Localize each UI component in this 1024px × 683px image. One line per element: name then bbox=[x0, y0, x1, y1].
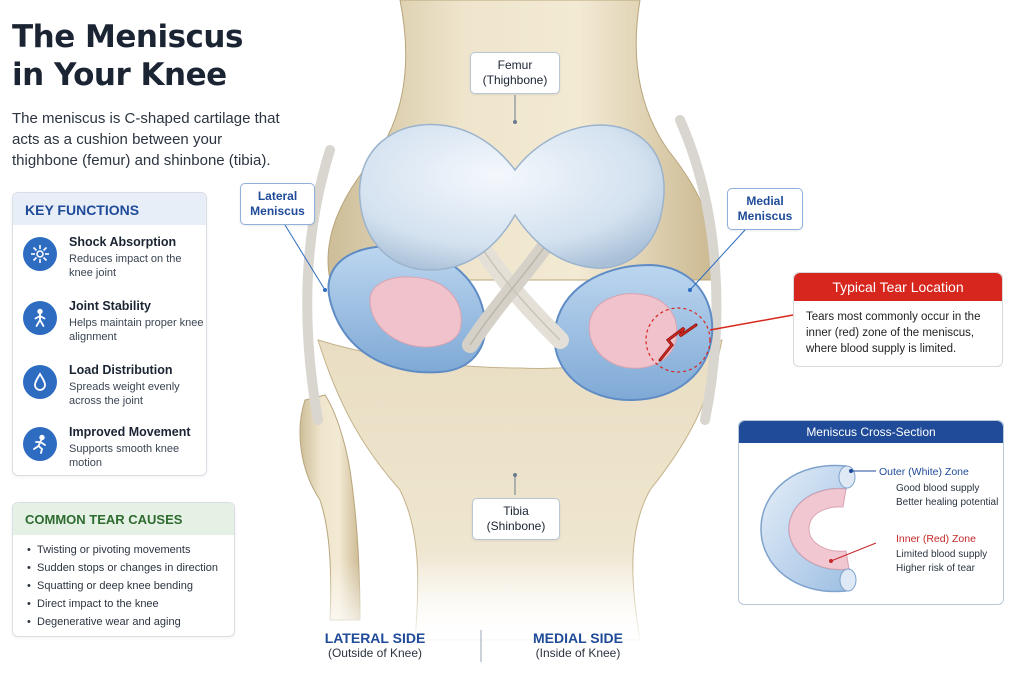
medial-side-sub: (Inside of Knee) bbox=[535, 646, 621, 660]
lateral-side-label: LATERAL SIDE (Outside of Knee) bbox=[305, 630, 445, 660]
function-title: Improved Movement bbox=[69, 425, 191, 439]
droplet-icon bbox=[23, 365, 57, 399]
tibia-label-sub: (Shinbone) bbox=[486, 519, 546, 533]
lateral-meniscus-label: Lateral Meniscus bbox=[240, 183, 315, 225]
inner-zone-line: Higher risk of tear bbox=[896, 563, 975, 574]
tear-location-callout: Typical Tear Location Tears most commonl… bbox=[793, 272, 1003, 367]
inner-zone-title: Inner (Red) Zone bbox=[896, 533, 976, 545]
function-desc: Reduces impact on the knee joint bbox=[69, 253, 182, 279]
function-title: Joint Stability bbox=[69, 299, 151, 313]
function-item: Load Distribution Spreads weight evenly … bbox=[23, 363, 203, 423]
function-title: Shock Absorption bbox=[69, 235, 177, 249]
cross-section-heading: Meniscus Cross-Section bbox=[739, 421, 1003, 443]
tear-causes-panel: COMMON TEAR CAUSES Twisting or pivoting … bbox=[12, 502, 235, 637]
cross-section-diagram bbox=[760, 464, 877, 593]
femur-label: Femur (Thighbone) bbox=[470, 52, 560, 94]
tear-causes-heading: COMMON TEAR CAUSES bbox=[13, 503, 234, 535]
list-item: Sudden stops or changes in direction bbox=[27, 559, 232, 577]
list-item: Twisting or pivoting movements bbox=[27, 541, 232, 559]
outer-zone-line: Better healing potential bbox=[896, 497, 999, 508]
femoral-condyles bbox=[358, 123, 665, 271]
lateral-label-line: Lateral bbox=[257, 189, 298, 203]
intro-text: The meniscus is C-shaped cartilage that … bbox=[12, 110, 280, 169]
medial-side-label: MEDIAL SIDE (Inside of Knee) bbox=[508, 630, 648, 660]
outer-zone-line: Good blood supply bbox=[896, 483, 980, 494]
shock-absorption-icon bbox=[23, 237, 57, 271]
cross-section-panel: Meniscus Cross-Section Outer (White) Zon… bbox=[738, 420, 1004, 605]
list-item: Squatting or deep knee bending bbox=[27, 577, 232, 595]
medial-meniscus-label: Medial Meniscus bbox=[727, 188, 803, 230]
lateral-side-title: LATERAL SIDE bbox=[324, 630, 426, 646]
tear-causes-list: Twisting or pivoting movements Sudden st… bbox=[27, 541, 232, 631]
tibia-label: Tibia (Shinbone) bbox=[472, 498, 560, 540]
list-item: Degenerative wear and aging bbox=[27, 613, 232, 631]
function-item: Joint Stability Helps maintain proper kn… bbox=[23, 299, 204, 359]
function-title: Load Distribution bbox=[69, 363, 173, 377]
running-person-icon bbox=[23, 427, 57, 461]
function-desc: Spreads weight evenly across the joint bbox=[69, 381, 180, 407]
tear-location-heading: Typical Tear Location bbox=[794, 273, 1002, 301]
function-item: Improved Movement Supports smooth knee m… bbox=[23, 425, 203, 485]
tibia-label-title: Tibia bbox=[503, 504, 529, 518]
inner-zone-line: Limited blood supply bbox=[896, 549, 988, 560]
list-item: Direct impact to the knee bbox=[27, 595, 232, 613]
lateral-side-sub: (Outside of Knee) bbox=[327, 646, 423, 660]
tear-location-marker bbox=[645, 307, 711, 373]
function-desc: Helps maintain proper knee alignment bbox=[69, 317, 204, 343]
key-functions-panel: KEY FUNCTIONS Shock Absorption Reduces i… bbox=[12, 192, 207, 476]
lateral-label-line: Meniscus bbox=[250, 204, 305, 218]
function-item: Shock Absorption Reduces impact on the k… bbox=[23, 235, 203, 295]
femur-label-sub: (Thighbone) bbox=[482, 73, 548, 87]
function-desc: Supports smooth knee motion bbox=[69, 443, 180, 469]
tear-location-text: Tears most commonly occur in the inner (… bbox=[806, 311, 981, 355]
medial-label-line: Meniscus bbox=[737, 209, 793, 223]
outer-zone-title: Outer (White) Zone bbox=[879, 466, 969, 478]
medial-label-line: Medial bbox=[746, 194, 784, 208]
medial-side-title: MEDIAL SIDE bbox=[533, 630, 623, 646]
walking-person-icon bbox=[23, 301, 57, 335]
femur-label-title: Femur bbox=[497, 58, 533, 72]
page-title: The Meniscus in Your Knee bbox=[12, 19, 243, 93]
key-functions-heading: KEY FUNCTIONS bbox=[13, 193, 206, 225]
